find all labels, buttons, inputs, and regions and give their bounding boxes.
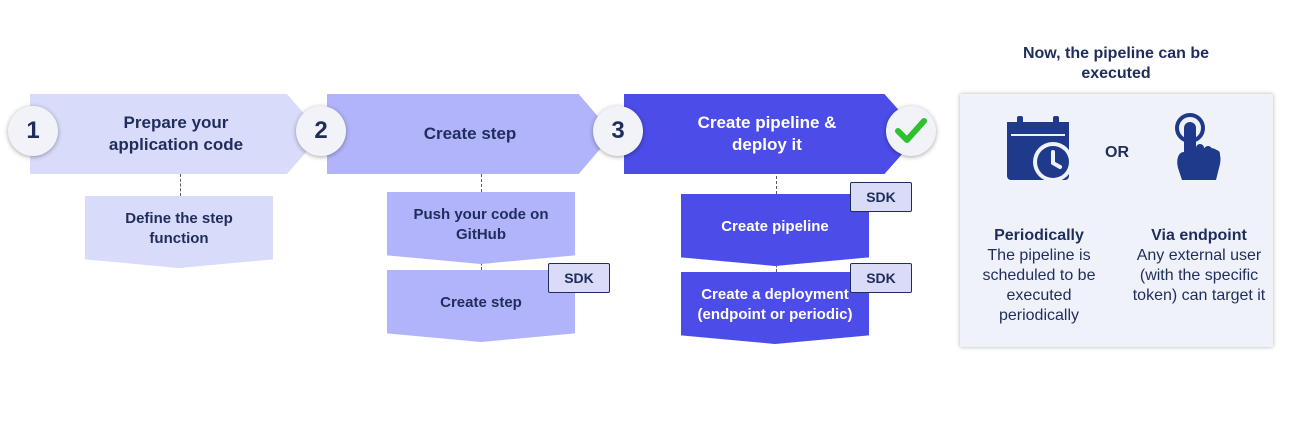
substep-push-label: Push your code on GitHub	[413, 206, 549, 243]
substep-create-pipeline-label: Create pipeline	[721, 218, 829, 235]
substep-create-pipeline: Create pipeline	[681, 194, 869, 266]
step-2-title: Create step	[423, 124, 517, 143]
connector-step2	[481, 174, 482, 192]
connector-step1	[180, 174, 181, 196]
step-1-number: 1	[8, 106, 58, 156]
option-endpoint-title: Via endpoint	[1151, 227, 1247, 244]
connector-step2b	[481, 258, 482, 270]
substep-push-code: Push your code on GitHub	[387, 192, 575, 264]
sdk-badge-create-deployment: SDK	[850, 263, 912, 293]
step-1-arrow: Prepare your application code	[30, 94, 322, 174]
tap-hand-icon	[1170, 112, 1224, 184]
option-periodically-description: The pipeline is scheduled to be executed…	[982, 247, 1096, 324]
sdk-badge-create-pipeline: SDK	[850, 182, 912, 212]
check-icon	[886, 106, 936, 156]
substep-create-deployment: Create a deployment (endpoint or periodi…	[681, 272, 869, 344]
step-2-number: 2	[296, 106, 346, 156]
step-3-number: 3	[593, 106, 643, 156]
step-1-title: Prepare your application code	[108, 113, 244, 154]
connector-step3	[776, 176, 777, 194]
substep-define-label: Define the step function	[125, 210, 233, 247]
substep-create-deployment-label: Create a deployment (endpoint or periodi…	[697, 286, 853, 323]
calendar-clock-icon	[1005, 114, 1075, 184]
or-label: OR	[1105, 144, 1129, 161]
option-periodically-title: Periodically	[994, 227, 1084, 244]
step-2-arrow: Create step	[327, 94, 613, 174]
step-3-arrow: Create pipeline & deploy it	[624, 94, 920, 174]
substep-define-step-function: Define the step function	[85, 196, 273, 268]
step-3-title: Create pipeline & deploy it	[697, 113, 837, 154]
connector-step3b	[776, 260, 777, 272]
substep-create-step-label: Create step	[440, 294, 522, 311]
execution-heading: Now, the pipeline can be executed	[1022, 45, 1210, 82]
sdk-badge-create-step: SDK	[548, 263, 610, 293]
option-endpoint-description: Any external user (with the specific tok…	[1132, 247, 1266, 304]
substep-create-step: Create step	[387, 270, 575, 342]
